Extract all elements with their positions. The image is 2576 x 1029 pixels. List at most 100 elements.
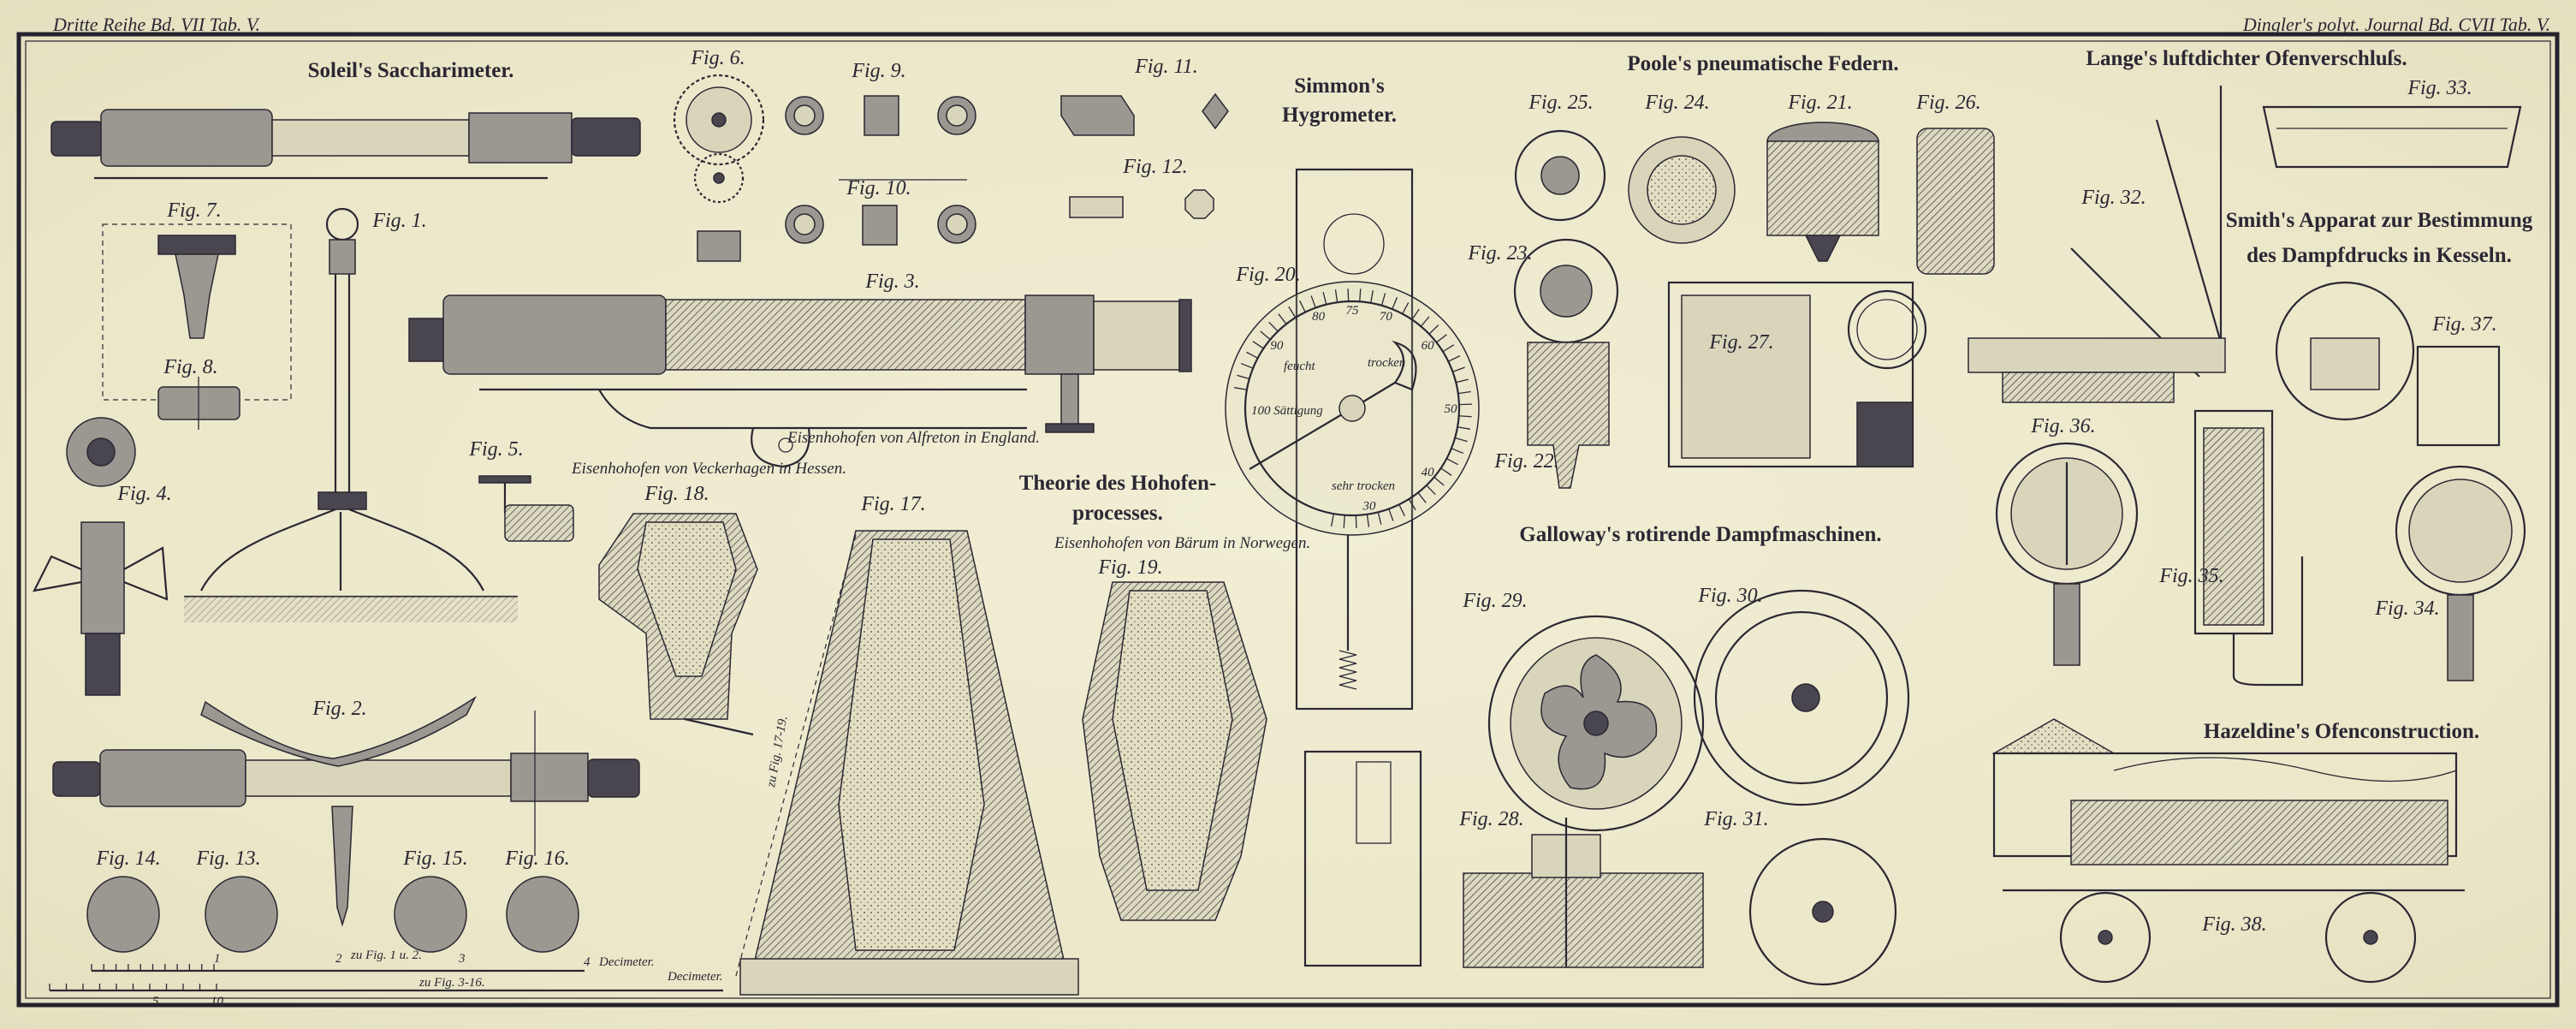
- dial-ticks: [1234, 288, 1472, 528]
- fig19-furnace-baerum: [1082, 581, 1267, 921]
- title-simmon-2: Hygrometer.: [1282, 104, 1397, 127]
- dial-tick: [1377, 512, 1382, 525]
- title-hazeldine: Hazeldine's Ofenconstruction.: [2204, 720, 2479, 743]
- dial-tick: [1456, 378, 1469, 384]
- figure-labels: Fig. 1.Fig. 2.Fig. 3.Fig. 4.Fig. 5.Fig. …: [95, 47, 2496, 936]
- figure-label-24: Fig. 24.: [1644, 92, 1709, 114]
- fig20-hygrometer: 100 Sättigung feucht trocken sehr trocke…: [1225, 168, 1480, 967]
- galloway-figures: [1463, 589, 1910, 986]
- fig18-furnace-veckerhagen: [598, 513, 758, 736]
- figure-label-5: Fig. 5.: [468, 438, 523, 461]
- dial-sehr-trocken: sehr trocken: [1332, 479, 1395, 493]
- dial-tick: [1334, 289, 1338, 303]
- dial-feucht: feucht: [1284, 360, 1315, 373]
- figure-label-25: Fig. 25.: [1528, 92, 1593, 114]
- figure-label-34: Fig. 34.: [2374, 598, 2439, 620]
- figure-label-27: Fig. 27.: [1708, 331, 1773, 354]
- dial-tick: [1380, 293, 1386, 306]
- dial-tick: [1458, 415, 1472, 418]
- dial-number: 75: [1346, 304, 1360, 318]
- fig11-12-prisms: [1060, 92, 1229, 219]
- scale-tick-10: 10: [211, 995, 224, 1008]
- dial-tick: [1252, 341, 1264, 349]
- figure-label-13: Fig. 13.: [195, 848, 260, 870]
- dial-number: 80: [1312, 310, 1326, 324]
- figure-label-6: Fig. 6.: [690, 47, 745, 69]
- dial-tick: [1402, 302, 1410, 314]
- fig7-stand-top: [102, 223, 292, 401]
- dial-tick: [1322, 292, 1327, 305]
- caption-veckerhagen: Eisenhohofen von Veckerhagen in Hessen.: [571, 460, 846, 478]
- title-smith-1: Smith's Apparat zur Bestimmung: [2226, 209, 2533, 232]
- fig9-10-lenses: [785, 95, 976, 246]
- dial-tick: [1433, 476, 1445, 486]
- dial-tick: [1392, 296, 1398, 310]
- dial-tick: [1417, 492, 1427, 503]
- dial-tick: [1446, 458, 1458, 466]
- scale-tick-2: 2: [335, 952, 342, 966]
- dial-tick: [1408, 498, 1416, 511]
- figure-label-14: Fig. 14.: [95, 848, 160, 870]
- title-hohofen-2: processes.: [1072, 502, 1163, 525]
- fig5-screw: [478, 475, 574, 542]
- figure-label-35: Fig. 35.: [2158, 565, 2223, 587]
- figure-label-29: Fig. 29.: [1462, 590, 1527, 612]
- dial-number: 50: [1445, 402, 1458, 416]
- figure-label-37: Fig. 37.: [2431, 313, 2496, 336]
- dial-saettigung: 100 Sättigung: [1251, 404, 1323, 418]
- fig6-gear: [673, 74, 765, 262]
- poole-figures: [1513, 122, 1995, 489]
- dial-tick: [1388, 509, 1394, 521]
- scale-bars: zu Fig. 1 u. 2. zu Fig. 3-16. Decimeter.…: [49, 949, 723, 1008]
- figure-label-12: Fig. 12.: [1122, 156, 1187, 178]
- dial-tick: [1452, 366, 1465, 372]
- header-left: Dritte Reihe Bd. VII Tab. V.: [52, 14, 260, 35]
- dial-tick: [1440, 467, 1452, 476]
- title-hohofen-1: Theorie des Hohofen-: [1019, 472, 1217, 495]
- dial-tick: [1310, 295, 1316, 308]
- figure-label-16: Fig. 16.: [504, 848, 569, 870]
- scale-tick-5: 5: [152, 995, 159, 1008]
- figure-label-33: Fig. 33.: [2407, 77, 2472, 99]
- dial-tick: [1268, 321, 1279, 332]
- figure-label-32: Fig. 32.: [2080, 187, 2146, 209]
- dial-tick: [1436, 334, 1447, 343]
- dial-trocken: trocken: [1368, 356, 1405, 370]
- figure-label-31: Fig. 31.: [1703, 808, 1768, 830]
- figure-label-7: Fig. 7.: [166, 199, 221, 222]
- dial-tick: [1454, 437, 1468, 443]
- dial-tick: [1366, 514, 1370, 527]
- title-galloway: Galloway's rotirende Dampfmaschinen.: [1519, 523, 1881, 546]
- figure-label-36: Fig. 36.: [2030, 415, 2095, 437]
- dial-tick: [1278, 313, 1287, 324]
- figure-label-20: Fig. 20.: [1235, 264, 1300, 286]
- dial-number: 30: [1362, 499, 1376, 513]
- figs13-16-discs: [86, 876, 579, 953]
- figure-label-9: Fig. 9.: [851, 60, 905, 82]
- fig8-clamp: [157, 377, 240, 430]
- title-soleil: Soleil's Saccharimeter.: [308, 59, 514, 82]
- dial-tick: [1457, 390, 1471, 395]
- figure-label-28: Fig. 28.: [1458, 808, 1523, 830]
- fig3-telescope: [408, 294, 1192, 468]
- dial-tick: [1411, 308, 1420, 320]
- caption-engl-fuss: zu Fig. 17-19.: [764, 715, 791, 789]
- figure-label-2: Fig. 2.: [312, 698, 366, 720]
- figure-label-26: Fig. 26.: [1915, 92, 1980, 114]
- fig1-saccharimeter: [50, 109, 641, 622]
- title-lange: Lange's luftdichter Ofenverschluſs.: [2086, 47, 2407, 70]
- dial-tick: [1237, 374, 1250, 380]
- title-simmon-1: Simmon's: [1294, 74, 1385, 98]
- dial-tick: [1331, 513, 1334, 526]
- dial-tick: [1240, 362, 1254, 369]
- scale-unit-2: Decimeter.: [667, 970, 723, 984]
- dial-tick: [1246, 351, 1258, 359]
- fig2-saccharimeter-side: [52, 695, 640, 927]
- figure-label-1: Fig. 1.: [371, 210, 426, 232]
- figure-label-15: Fig. 15.: [402, 848, 467, 870]
- scale-tick-1: 1: [214, 952, 221, 966]
- figure-label-38: Fig. 38.: [2201, 913, 2266, 936]
- scale-unit-1: Decimeter.: [598, 955, 655, 969]
- scale-label-fig1-2: zu Fig. 1 u. 2.: [350, 949, 422, 962]
